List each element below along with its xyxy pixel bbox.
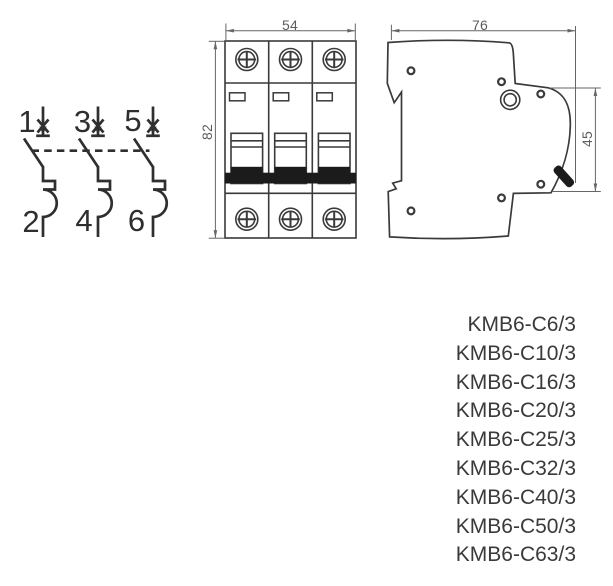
screw-head-icon [235,207,259,231]
dim-82 [208,40,225,239]
terminal-label-2: 2 [22,203,40,239]
screw-head-icon [278,207,303,231]
axle-ring-icon [499,89,521,111]
toggle-black-band [225,166,356,184]
dim-label-face-45: 45 [578,131,595,147]
model-number: KMB6-C10/3 [455,341,576,365]
side-view [386,39,575,240]
terminal-label-1: 1 [18,103,36,139]
dimension-lines [208,23,601,239]
screw-head-icon [322,207,347,231]
dim-76 [390,24,576,183]
terminal-arrow-icon [149,126,157,135]
model-number: KMB6-C40/3 [455,485,576,509]
dim-45 [549,87,601,192]
dim-label-height-82: 82 [199,123,215,140]
rivet-icon [406,66,546,216]
terminal-label-4: 4 [75,202,93,238]
model-number: KMB6-C16/3 [455,370,576,394]
model-number: KMB6-C50/3 [455,514,576,538]
model-number: KMB6-C6/3 [467,313,576,336]
toggle-lever-1 [230,132,264,185]
model-number-list: KMB6-C6/3 KMB6-C10/3 KMB6-C16/3 KMB6-C20… [456,311,576,570]
model-number: KMB6-C63/3 [455,543,576,567]
terminal-label-6: 6 [127,203,146,238]
dim-label-width-54: 54 [282,16,298,33]
screw-head-icon [278,47,303,72]
terminal-label-5: 5 [124,102,142,138]
release-element [41,166,59,237]
dim-54 [225,23,356,41]
switch-blade [22,137,45,168]
wiring-schematic [22,106,169,237]
pole-symbol-2 [77,106,114,237]
model-number: KMB6-C25/3 [455,428,576,452]
front-body-outline [224,40,357,239]
release-element [151,166,169,237]
screw-head-icon [235,47,259,72]
terminal-x-mark [146,118,160,134]
terminal-x-mark [91,118,105,134]
terminal-x-mark [36,118,50,134]
switch-blade [77,137,100,168]
toggle-lever-side [553,165,575,188]
label-window [228,92,246,102]
front-view [224,40,357,239]
pole-symbol-3 [132,106,169,237]
side-body-outline [386,39,572,240]
dim-label-depth-76: 76 [472,16,488,33]
terminal-arrow-icon [94,126,102,135]
terminal-arrow-icon [39,126,47,135]
release-element [96,166,114,237]
switch-blade [132,137,155,168]
model-number: KMB6-C20/3 [455,399,576,423]
screw-head-icon [322,47,347,72]
pole-symbol-1 [22,106,59,237]
label-window [272,92,290,102]
label-window [316,92,334,102]
terminal-label-3: 3 [73,103,92,139]
model-number: KMB6-C32/3 [455,456,576,480]
